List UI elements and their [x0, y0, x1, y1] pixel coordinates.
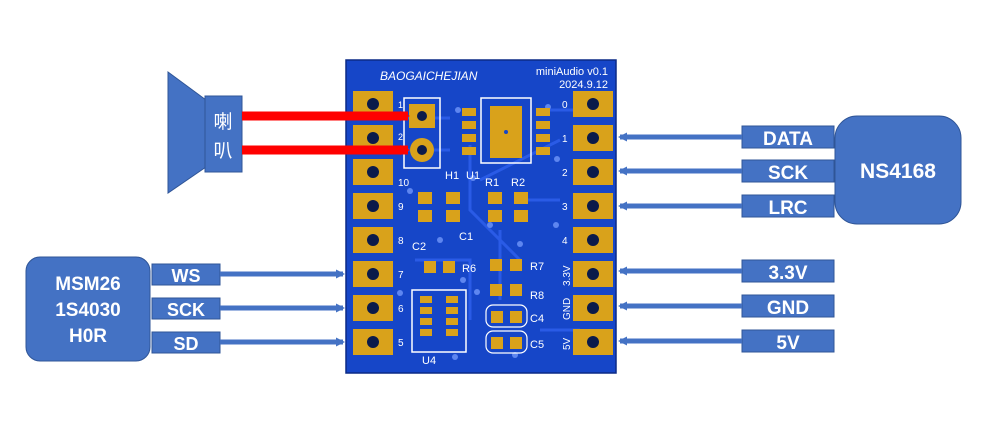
power-gnd: GND [767, 298, 809, 319]
amp-signal-data: DATA [763, 129, 813, 150]
amp-signal-lrc: LRC [768, 198, 807, 219]
power-5v: 5V [776, 333, 800, 354]
speaker-body [204, 95, 243, 173]
mic-name-line1: MSM26 [55, 274, 120, 295]
board-date: 2024.9.12 [559, 79, 608, 91]
speaker-pad-1: 1 [398, 100, 403, 110]
left-pin-6: 6 [398, 304, 404, 315]
left-pin-5: 5 [398, 338, 404, 349]
right-pin-label-3v3: 3.3V [562, 265, 573, 286]
label-r8: R8 [530, 290, 544, 302]
amp-module: NS4168 DATA SCK LRC [618, 115, 962, 225]
speaker-label-line1: 喇 [213, 111, 232, 133]
power-connections: 3.3V GND 5V [618, 259, 835, 354]
right-header [573, 91, 613, 355]
chip-u4 [411, 289, 467, 353]
label-c4: C4 [530, 313, 544, 325]
label-u4: U4 [422, 355, 436, 367]
speaker-label-line2: 叭 [213, 141, 232, 162]
mic-name-line3: H0R [69, 326, 107, 347]
right-pin-0: 0 [562, 100, 568, 111]
label-c2: C2 [412, 241, 426, 253]
mic-signal-ws: WS [172, 266, 201, 286]
passives-top [418, 192, 528, 222]
left-pin-10: 10 [398, 178, 410, 189]
chip-u1 [462, 97, 550, 164]
speaker-connector-h1 [403, 97, 441, 169]
right-pin-label-gnd: GND [562, 298, 573, 320]
mic-signal-sck: SCK [167, 300, 205, 320]
board-model: miniAudio v0.1 [536, 66, 608, 78]
right-pin-3: 3 [562, 202, 568, 213]
mic-module: MSM26 1S4030 H0R WS SCK SD [25, 256, 345, 362]
board-brand: BAOGAICHEJIAN [380, 69, 478, 83]
label-r6: R6 [462, 263, 476, 275]
right-pin-2: 2 [562, 168, 568, 179]
power-3v3: 3.3V [768, 263, 807, 284]
label-r7: R7 [530, 261, 544, 273]
label-h1: H1 [445, 170, 459, 182]
right-pin-1: 1 [562, 134, 568, 145]
amp-signal-sck: SCK [768, 163, 808, 184]
right-pin-4: 4 [562, 236, 568, 247]
speaker: 喇 叭 [167, 71, 243, 194]
right-pin-label-5v: 5V [562, 337, 573, 350]
left-pin-7: 7 [398, 270, 404, 281]
label-u1: U1 [466, 170, 480, 182]
speaker-cone-icon [167, 71, 207, 194]
mic-name-line2: 1S4030 [55, 300, 121, 321]
label-c5: C5 [530, 339, 544, 351]
left-pin-9: 9 [398, 202, 404, 213]
speaker-wires [242, 111, 410, 155]
label-r2: R2 [511, 177, 525, 189]
passives-bottom [424, 259, 522, 349]
amp-name: NS4168 [860, 160, 936, 183]
left-pin-8: 8 [398, 236, 404, 247]
speaker-pad-2: 2 [398, 132, 403, 142]
label-r1: R1 [485, 177, 499, 189]
pcb-board: BAOGAICHEJIAN miniAudio v0.1 2024.9.12 1… [345, 59, 617, 374]
label-c1: C1 [459, 231, 473, 243]
mic-signal-sd: SD [173, 334, 198, 354]
